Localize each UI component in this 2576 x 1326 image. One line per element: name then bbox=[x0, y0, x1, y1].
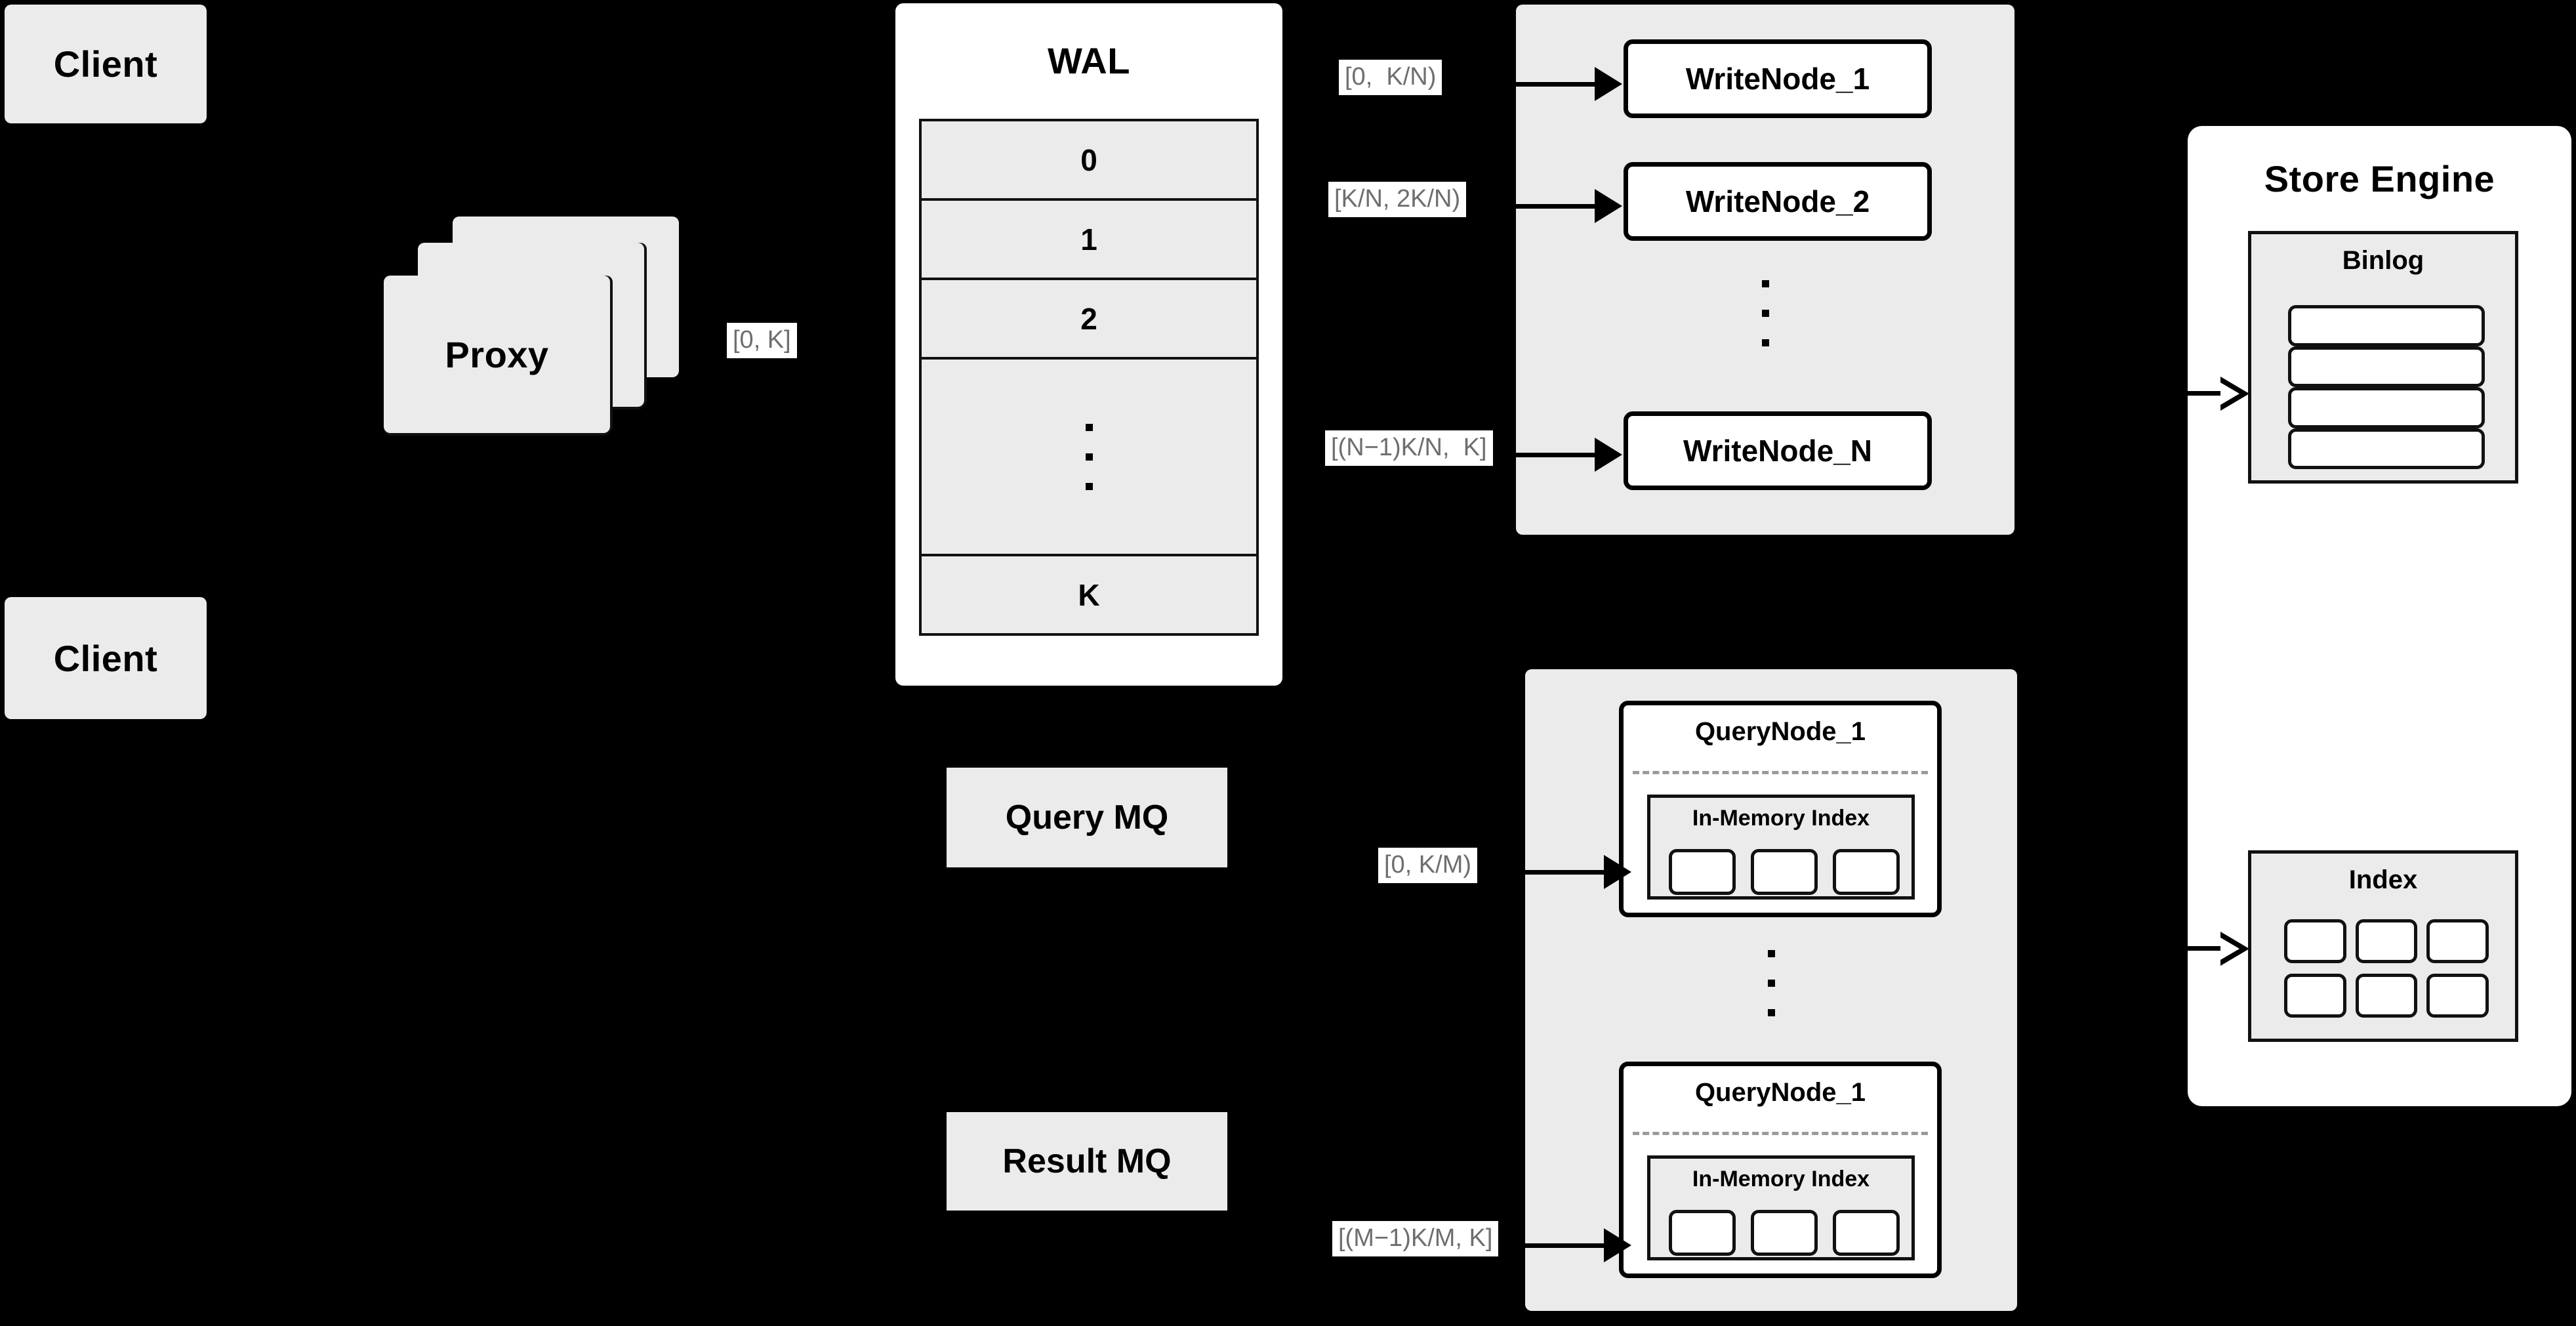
index-slot bbox=[1833, 1210, 1900, 1256]
query-node-m-title-wrap: QueryNode_1 bbox=[1624, 1078, 1937, 1108]
client-box-2: Client bbox=[5, 597, 207, 719]
write-node-1[interactable]: WriteNode_1 bbox=[1624, 39, 1932, 118]
index-grid-slot bbox=[2355, 974, 2418, 1018]
wal-title-wrap: WAL bbox=[895, 39, 1282, 82]
query-node-1-title-wrap: QueryNode_1 bbox=[1624, 717, 1937, 747]
in-memory-index-label-2: In-Memory Index bbox=[1692, 1167, 1870, 1191]
range-label-query-node-m: [(M−1)K/M, K] bbox=[1332, 1221, 1499, 1256]
write-node-2[interactable]: WriteNode_2 bbox=[1624, 162, 1932, 241]
proxy-replica-front: Proxy bbox=[384, 276, 610, 433]
write-node-1-label: WriteNode_1 bbox=[1685, 62, 1870, 96]
query-cluster-ellipsis-icon bbox=[1525, 937, 2017, 1029]
range-label-write-node-2: [K/N, 2K/N) bbox=[1328, 182, 1467, 217]
index-panel: Index bbox=[2248, 850, 2518, 1042]
range-label-query-node-1: [0, K/M) bbox=[1378, 848, 1478, 883]
query-node-1-in-memory-index: In-Memory Index bbox=[1647, 795, 1915, 900]
query-node-cluster: QueryNode_1 In-Memory Index QueryNode_1 bbox=[1525, 669, 2017, 1311]
index-slot-row-2 bbox=[1669, 1210, 1900, 1256]
vertical-ellipsis-icon bbox=[1085, 423, 1093, 490]
index-title-wrap: Index bbox=[2251, 865, 2515, 895]
wal-card: WAL 0 1 2 K bbox=[895, 3, 1282, 686]
index-title: Index bbox=[2348, 865, 2418, 894]
client-box-1: Client bbox=[5, 5, 207, 123]
query-node-m[interactable]: QueryNode_1 In-Memory Index bbox=[1619, 1062, 1942, 1278]
query-mq-label: Query MQ bbox=[1005, 798, 1169, 837]
wal-entry-list: 0 1 2 K bbox=[919, 119, 1259, 636]
query-mq-box: Query MQ bbox=[947, 768, 1227, 867]
index-slot bbox=[1751, 1210, 1818, 1256]
binlog-title: Binlog bbox=[2342, 246, 2424, 275]
index-grid-slot bbox=[2355, 919, 2418, 963]
query-node-1-label: QueryNode_1 bbox=[1694, 717, 1866, 746]
in-memory-index-title-wrap-2: In-Memory Index bbox=[1650, 1167, 1912, 1192]
index-grid-slot bbox=[2284, 974, 2346, 1018]
result-mq-label: Result MQ bbox=[1002, 1142, 1172, 1180]
write-cluster-ellipsis-icon bbox=[1516, 267, 2014, 359]
wal-entry-last: K bbox=[1078, 577, 1100, 612]
wal-entry: 1 bbox=[922, 201, 1256, 280]
index-slot-grid bbox=[2284, 919, 2489, 1018]
write-node-n-label: WriteNode_N bbox=[1683, 434, 1872, 468]
proxy-label: Proxy bbox=[445, 333, 549, 375]
index-slot-row-1 bbox=[1669, 849, 1900, 895]
in-memory-index-title-wrap-1: In-Memory Index bbox=[1650, 806, 1912, 831]
range-label-write-node-1: [0, K/N) bbox=[1339, 60, 1442, 95]
binlog-row bbox=[2288, 346, 2485, 387]
index-grid-slot bbox=[2426, 919, 2489, 963]
query-node-1-divider bbox=[1633, 771, 1928, 774]
wal-entry-ellipsis bbox=[922, 360, 1256, 556]
index-slot bbox=[1751, 849, 1818, 895]
result-mq-box: Result MQ bbox=[947, 1112, 1227, 1211]
store-engine-card: Store Engine Binlog Index bbox=[2188, 126, 2571, 1106]
binlog-panel: Binlog bbox=[2248, 231, 2518, 484]
range-label-write-node-n: [(N−1)K/N, K] bbox=[1325, 430, 1493, 466]
query-node-m-in-memory-index: In-Memory Index bbox=[1647, 1155, 1915, 1260]
client-label-2: Client bbox=[53, 637, 158, 679]
index-grid-slot bbox=[2284, 919, 2346, 963]
store-engine-title: Store Engine bbox=[2264, 158, 2495, 199]
binlog-row bbox=[2288, 428, 2485, 469]
store-engine-title-wrap: Store Engine bbox=[2188, 157, 2571, 200]
binlog-row-list bbox=[2288, 305, 2485, 469]
wal-entry: 2 bbox=[922, 280, 1256, 360]
wal-title: WAL bbox=[1048, 40, 1130, 81]
query-node-m-divider bbox=[1633, 1132, 1928, 1135]
client-label-1: Client bbox=[53, 43, 158, 85]
query-node-m-label: QueryNode_1 bbox=[1694, 1078, 1866, 1107]
in-memory-index-label-1: In-Memory Index bbox=[1692, 806, 1870, 831]
binlog-row bbox=[2288, 305, 2485, 346]
query-node-1[interactable]: QueryNode_1 In-Memory Index bbox=[1619, 701, 1942, 917]
range-label-proxy-to-wal: [0, K] bbox=[727, 323, 797, 358]
index-slot bbox=[1669, 849, 1736, 895]
index-grid-slot bbox=[2426, 974, 2489, 1018]
wal-entry: 0 bbox=[922, 121, 1256, 201]
index-slot bbox=[1833, 849, 1900, 895]
binlog-title-wrap: Binlog bbox=[2251, 246, 2515, 276]
write-node-2-label: WriteNode_2 bbox=[1685, 184, 1870, 218]
index-slot bbox=[1669, 1210, 1736, 1256]
binlog-row bbox=[2288, 387, 2485, 428]
proxy-stack[interactable]: Proxy bbox=[384, 217, 679, 433]
write-node-n[interactable]: WriteNode_N bbox=[1624, 411, 1932, 490]
